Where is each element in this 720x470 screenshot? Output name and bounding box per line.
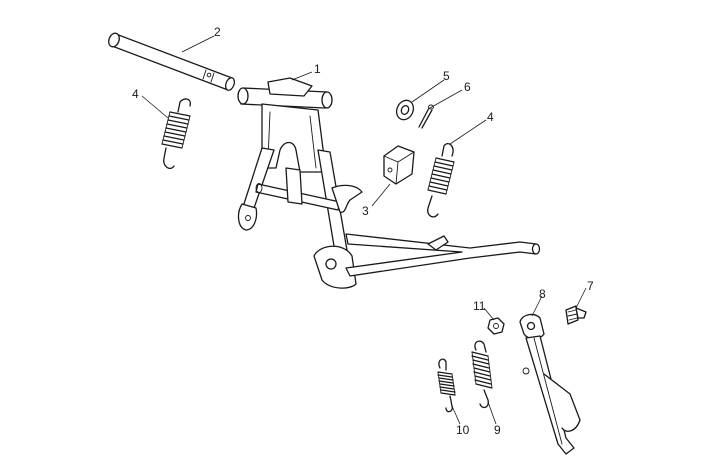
part-9-spring <box>471 340 493 409</box>
part-5-washer <box>395 99 415 121</box>
callout-7: 7 <box>587 279 594 293</box>
part-7-bolt <box>565 305 587 325</box>
callout-5: 5 <box>443 69 450 83</box>
callout-8: 8 <box>539 287 546 301</box>
callout-11: 11 <box>473 299 486 313</box>
part-4-spring-right <box>427 142 455 218</box>
callout-2: 2 <box>214 25 221 39</box>
part-3-rubber-stopper <box>383 145 415 185</box>
part-2-pivot-shaft <box>108 32 236 91</box>
part-11-nut <box>487 317 505 335</box>
part-6-cotter-pin <box>418 104 434 129</box>
leader-lines <box>141 35 587 425</box>
callout-4-left: 4 <box>132 87 139 101</box>
part-1-main-stand <box>237 77 541 289</box>
callout-1: 1 <box>314 62 321 76</box>
callout-labels: 1 2 4 3 5 6 4 7 8 11 9 10 <box>132 25 594 437</box>
callout-4-right: 4 <box>487 110 494 124</box>
callout-3: 3 <box>362 204 369 218</box>
callout-10: 10 <box>456 423 470 437</box>
part-4-spring-left <box>161 98 191 170</box>
part-8-side-stand <box>519 313 581 455</box>
callout-6: 6 <box>464 80 471 94</box>
callout-9: 9 <box>494 423 501 437</box>
part-10-spring <box>437 358 456 413</box>
